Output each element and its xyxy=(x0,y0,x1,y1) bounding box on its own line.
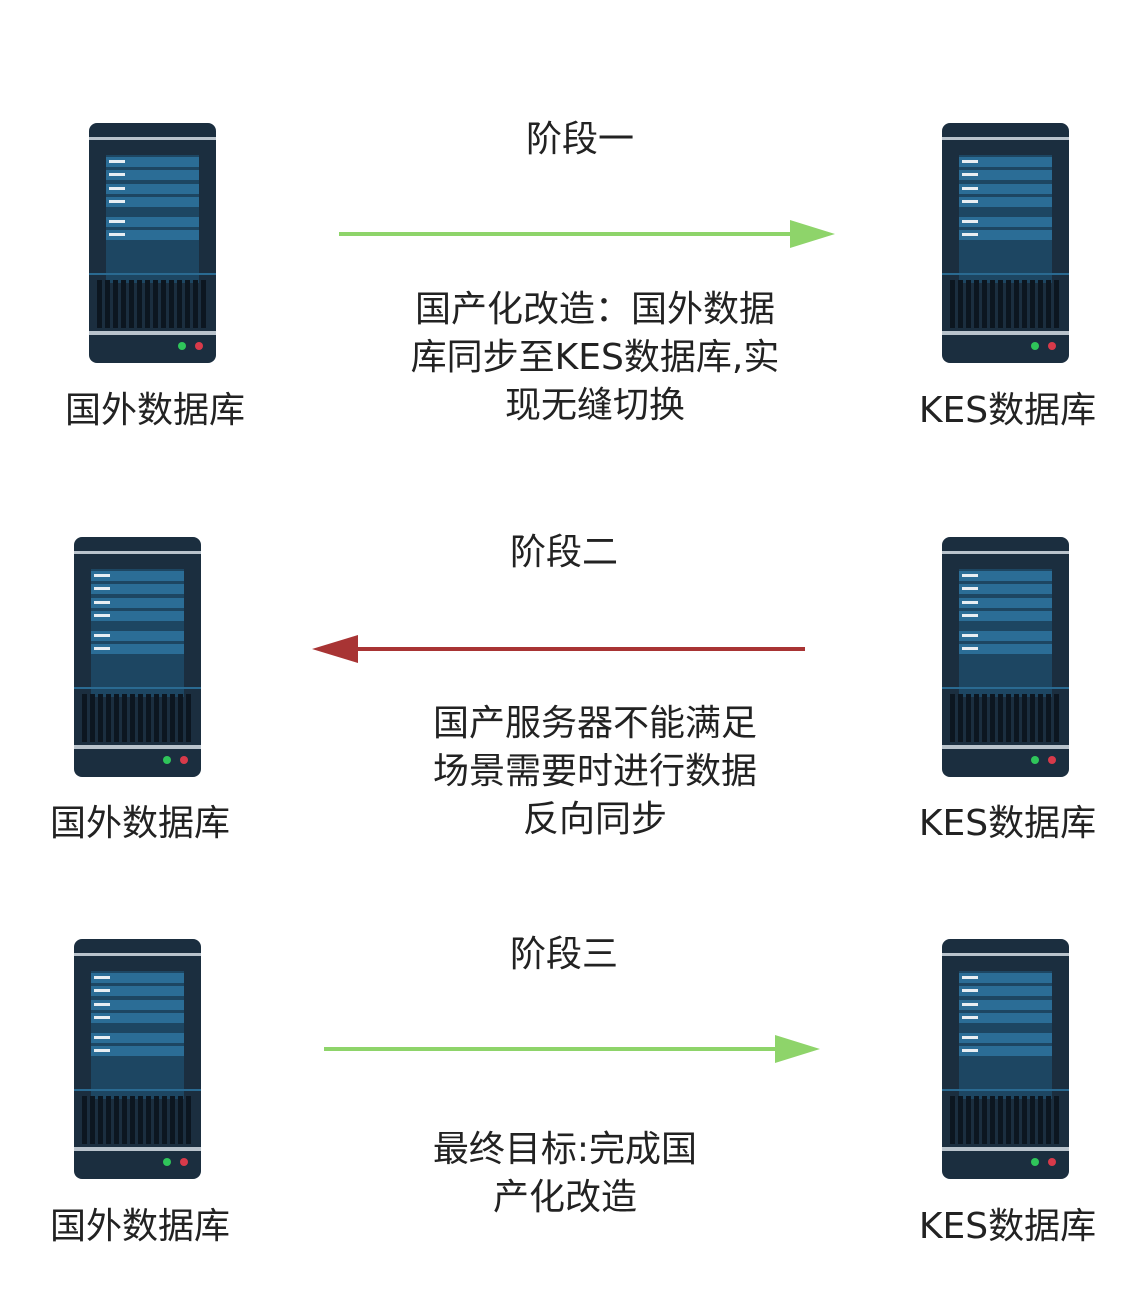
arrow-right-icon xyxy=(339,220,835,248)
source-db-label: 国外数据库 xyxy=(49,1206,230,1247)
target-db-label: KES数据库 xyxy=(918,803,1097,844)
server-icon xyxy=(942,939,1069,1179)
stage-description: 最终目标:完成国 产化改造 xyxy=(432,1129,698,1218)
target-db-label: KES数据库 xyxy=(918,1206,1097,1247)
arrow-right-icon xyxy=(324,1035,820,1063)
stage-title: 阶段一 xyxy=(525,119,634,160)
source-db-label: 国外数据库 xyxy=(49,803,230,844)
stage-description: 国产服务器不能满足 场景需要时进行数据 反向同步 xyxy=(432,703,757,840)
target-db-label: KES数据库 xyxy=(918,390,1097,431)
stage-description: 国产化改造：国外数据 库同步至KES数据库,实 现无缝切换 xyxy=(410,289,780,426)
arrow-left-icon xyxy=(312,635,805,663)
server-icon xyxy=(942,123,1069,363)
server-icon xyxy=(74,939,201,1179)
server-icon xyxy=(74,537,201,777)
source-db-label: 国外数据库 xyxy=(64,390,245,431)
server-icon xyxy=(89,123,216,363)
stage-title: 阶段三 xyxy=(509,934,618,975)
server-icon xyxy=(942,537,1069,777)
stage-title: 阶段二 xyxy=(509,532,618,573)
